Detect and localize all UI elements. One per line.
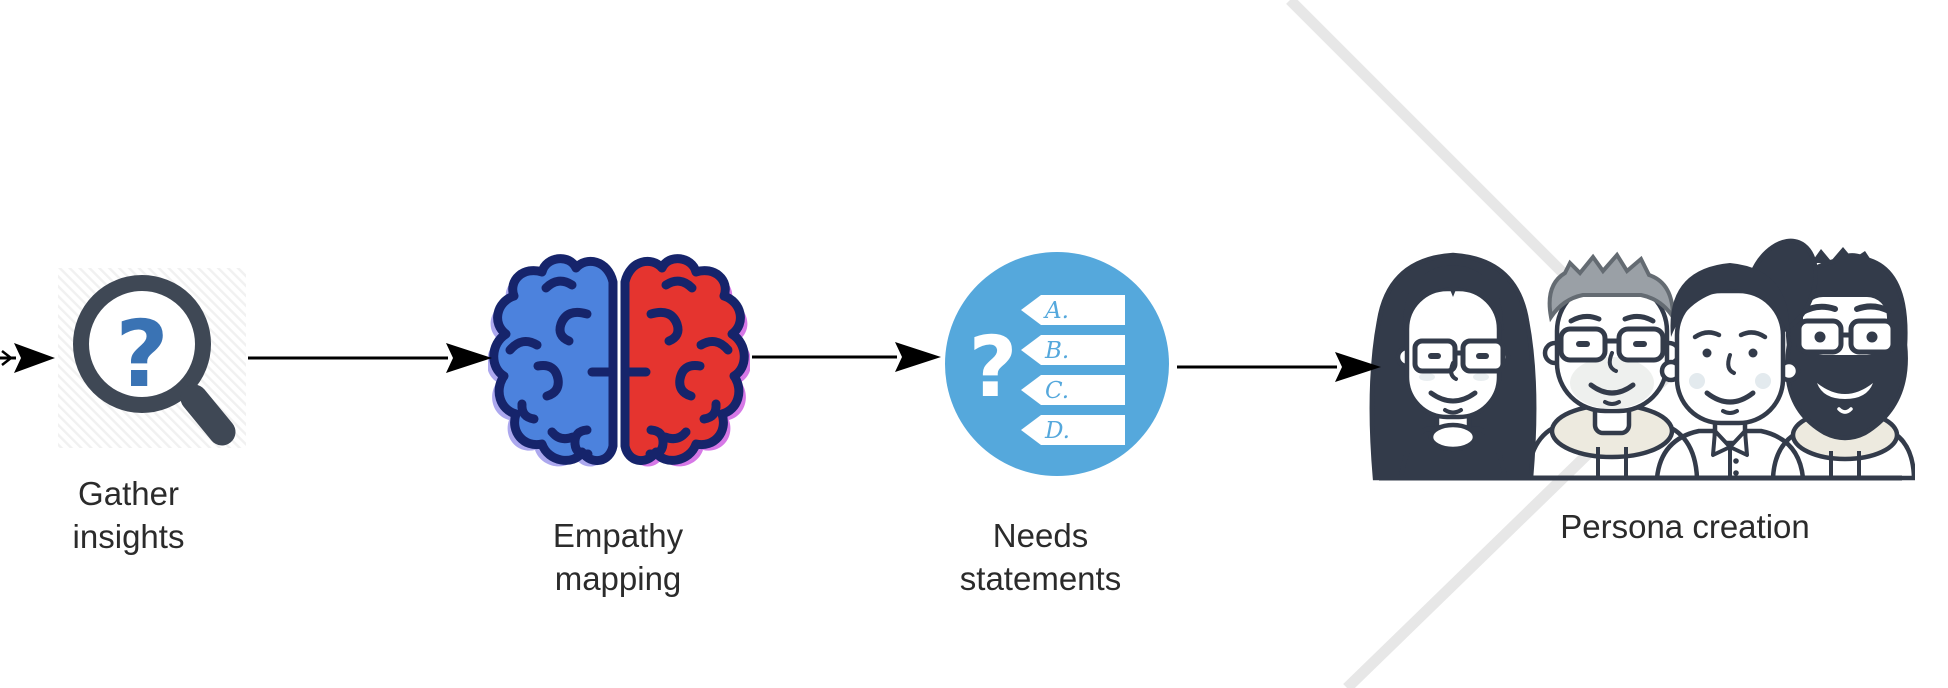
step-label-persona-creation: Persona creation xyxy=(1510,505,1860,548)
label-line: insights xyxy=(72,518,185,555)
hair-cap xyxy=(1670,263,1790,337)
persona-man-gray-hair xyxy=(1525,251,1700,481)
collar-left xyxy=(1711,429,1732,457)
magnifying-glass-question-icon: ? xyxy=(58,268,246,448)
banner-b-label: B. xyxy=(1044,338,1069,364)
banner-a-label: A. xyxy=(1043,298,1069,324)
banner-c xyxy=(1021,375,1125,405)
brain-folds xyxy=(505,276,733,459)
banner-a xyxy=(1021,295,1125,325)
label-line: statements xyxy=(959,560,1122,597)
persona-woman-ponytail xyxy=(1654,238,1818,481)
banner-c-label: C. xyxy=(1045,378,1069,404)
label-line: Gather xyxy=(78,475,179,512)
answer-banners: A. B. C. D. xyxy=(1021,295,1125,445)
step-label-empathy-mapping: Empathy mapping xyxy=(518,514,718,600)
banner-d xyxy=(1021,415,1125,445)
label-line: Empathy xyxy=(552,517,684,554)
step-label-gather-insights: Gather insights xyxy=(46,472,211,558)
persona-woman-glasses xyxy=(1369,252,1537,481)
gray-hair xyxy=(1547,251,1676,324)
label-line: Needs xyxy=(992,517,1089,554)
brain-hemispheres-icon xyxy=(488,254,750,467)
banner-d-label: D. xyxy=(1044,418,1070,444)
smile xyxy=(1817,383,1873,399)
people-group-icon xyxy=(1369,238,1915,481)
magnifier-ring xyxy=(73,275,211,413)
step-label-needs-statements: Needs statements xyxy=(938,514,1143,600)
collar-right xyxy=(1728,429,1749,457)
label-line: Persona creation xyxy=(1560,508,1810,545)
label-line: mapping xyxy=(554,560,682,597)
banner-b xyxy=(1021,335,1125,365)
persona-man-beard xyxy=(1770,247,1915,481)
front-hair-center-part xyxy=(1402,265,1504,331)
question-mark-glyph: ? xyxy=(115,301,168,408)
question-answer-list-icon: ? A. B. C. D. xyxy=(945,252,1169,476)
question-mark-glyph: ? xyxy=(969,318,1018,416)
magnifier-handle xyxy=(180,384,236,446)
